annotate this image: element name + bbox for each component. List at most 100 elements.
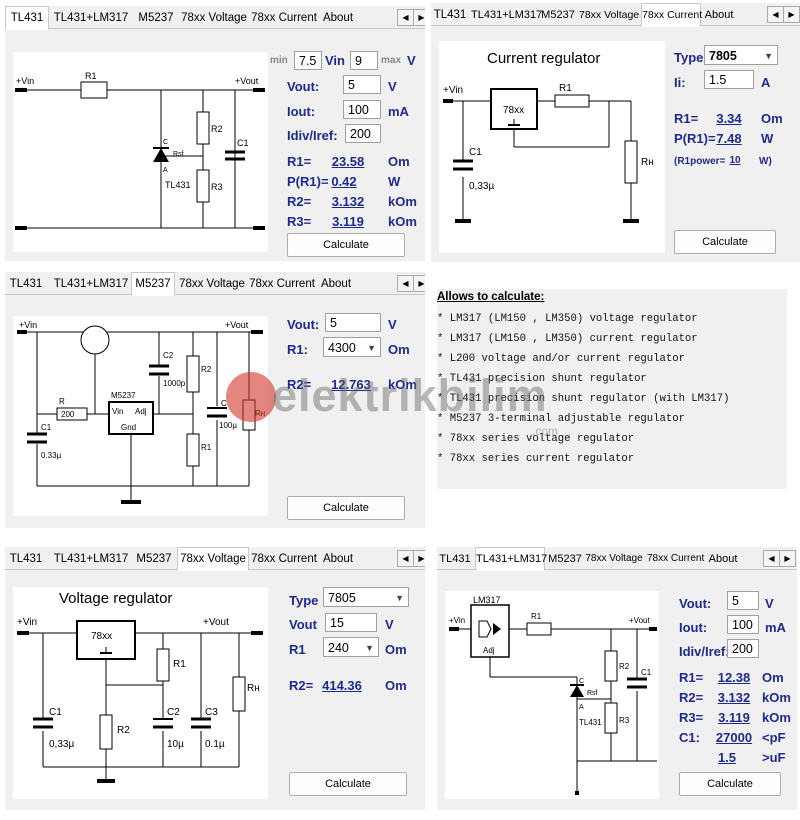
vin-max-unit: V [407,53,416,68]
tab-78xx-voltage[interactable]: 78xx Voltage [177,547,249,571]
tab-m5237[interactable]: M5237 [541,9,575,21]
r1-result-label: R1= [679,670,704,685]
iout-input[interactable]: 100 [343,100,381,119]
tab-tl431-lm317[interactable]: TL431+LM317 [471,9,543,21]
tab-about[interactable]: About [322,12,354,24]
vout-label: Vout [289,617,317,632]
label-vout: +Vout [629,616,650,625]
tab-m5237[interactable]: M5237 [138,12,174,24]
r2-result-label: R2= [679,690,704,705]
tab-scroll-left[interactable]: ◀ [397,9,414,26]
vout-label: Vout: [679,596,712,611]
about-line: * L200 voltage and/or current regulator [437,353,685,365]
tab-tl431-lm317[interactable]: TL431+LM317 [53,278,129,290]
tab-m5237[interactable]: M5237 [136,553,172,565]
tab-78xx-current[interactable]: 78xx Current [251,12,317,24]
vout-input[interactable]: 5 [727,591,759,610]
ii-input[interactable]: 1.5 [704,70,754,89]
r2-result-label: R2= [287,377,312,392]
r1-result-label: R1= [287,154,312,169]
type-selected: 7805 [328,591,356,605]
r3-result-label: R3= [679,710,704,725]
tab-scroll-right[interactable]: ▶ [413,550,425,567]
tl431-lm317-circuit-diagram: LM317 Adj +Vin +Vout R1 R2 R3 C1 C Rsf A… [449,595,657,795]
tab-78xx-voltage[interactable]: 78xx Voltage [181,12,247,24]
about-line: * TL431 precision shunt regulator (with … [437,393,730,405]
label-78xx: 78xx [91,631,112,642]
ii-label: Ii: [674,75,686,90]
r1-result-label: R1= [674,111,699,126]
iout-input[interactable]: 100 [727,615,759,634]
calculate-button[interactable]: Calculate [289,772,407,796]
calculate-button[interactable]: Calculate [679,772,781,796]
diagram-title: Voltage regulator [59,590,172,607]
tab-scroll-left[interactable]: ◀ [763,550,780,567]
label-lm317: LM317 [473,595,501,605]
idiv-input[interactable]: 200 [727,639,759,658]
vin-min-input[interactable]: 7.5 [294,51,322,70]
tab-about[interactable]: About [322,553,354,565]
tab-scroll-right[interactable]: ▶ [779,550,796,567]
vout-input[interactable]: 15 [325,613,377,632]
r1-label: R1: [287,342,308,357]
tab-bar: TL431 TL431+LM317 M5237 78xx Voltage 78x… [437,547,797,571]
label-vin: +Vin [449,616,465,625]
tab-scroll-right[interactable]: ▶ [413,9,425,26]
tab-78xx-current[interactable]: 78xx Current [641,3,702,27]
m5237-panel: TL431 TL431+LM317 M5237 78xx Voltage 78x… [5,272,425,528]
tab-scroll-right[interactable]: ▶ [783,6,800,23]
label-c3-value: 100µ [219,421,237,430]
label-r: R [59,397,65,406]
r1-select[interactable]: 4300▼ [323,337,381,357]
tab-scroll-right[interactable]: ▶ [413,275,425,292]
tab-about[interactable]: About [708,553,738,565]
tab-78xx-current[interactable]: 78xx Current [251,553,317,565]
calculate-button[interactable]: Calculate [287,233,405,257]
tab-tl431[interactable]: TL431 [9,278,43,290]
tab-tl431-lm317[interactable]: TL431+LM317 [53,553,129,565]
tab-tl431[interactable]: TL431 [439,553,471,565]
tab-78xx-voltage[interactable]: 78xx Voltage [579,9,640,21]
tab-tl431[interactable]: TL431 [9,553,43,565]
vout-label: Vout: [287,317,320,332]
r1-result-unit: Om [761,111,783,126]
tab-m5237[interactable]: M5237 [548,553,582,565]
r2-result-value: 3.132 [331,194,365,209]
tab-tl431-lm317[interactable]: TL431+LM317 [53,12,129,24]
tab-about[interactable]: About [320,278,352,290]
r2-result-unit: kOm [388,194,417,209]
tab-78xx-voltage[interactable]: 78xx Voltage [585,553,643,564]
r1-select[interactable]: 240▼ [323,637,379,657]
type-select[interactable]: 7805▼ [323,587,409,607]
tab-scroll-left[interactable]: ◀ [397,550,414,567]
calculate-button[interactable]: Calculate [674,230,776,254]
tab-78xx-current[interactable]: 78xx Current [249,278,315,290]
vout-input[interactable]: 5 [343,75,381,94]
calculate-button[interactable]: Calculate [287,496,405,520]
tab-78xx-current[interactable]: 78xx Current [647,553,705,564]
vin-label: Vin [325,53,345,68]
label-vin-pin: Vin [112,407,123,416]
r1-unit: Om [385,642,407,657]
vout-input[interactable]: 5 [325,313,381,332]
r1-unit: Om [388,342,410,357]
vout-unit: V [765,596,774,611]
label-c3: C [221,399,227,408]
c1-result-value: 27000 [715,730,753,745]
chevron-down-icon: ▼ [365,643,374,653]
r2-result-unit: kOm [388,377,417,392]
idiv-input[interactable]: 200 [345,124,381,143]
tab-tl431-lm317[interactable]: TL431+LM317 [475,547,547,571]
vin-max-input[interactable]: 9 [350,51,378,70]
type-select[interactable]: 7805▼ [704,45,778,65]
label-r3: R3 [211,182,223,192]
c1-result-unit: <pF [762,730,786,745]
tab-scroll-left[interactable]: ◀ [397,275,414,292]
tab-scroll-left[interactable]: ◀ [767,6,784,23]
r1power-value: 10 [729,155,741,166]
tab-78xx-voltage[interactable]: 78xx Voltage [179,278,245,290]
tab-tl431[interactable]: TL431 [5,6,49,30]
tab-m5237[interactable]: M5237 [131,272,175,296]
tab-tl431[interactable]: TL431 [433,9,467,21]
tab-about[interactable]: About [704,9,734,21]
